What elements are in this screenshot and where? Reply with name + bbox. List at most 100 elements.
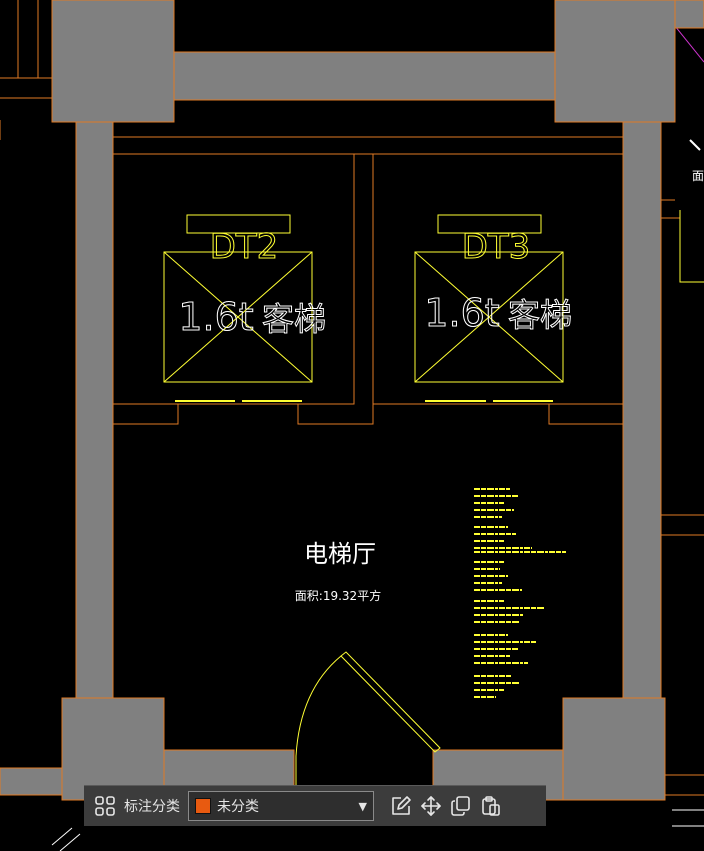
note-glyph	[474, 696, 480, 698]
move-button[interactable]	[416, 791, 446, 821]
note-glyph	[495, 621, 498, 623]
note-glyph	[506, 655, 510, 657]
note-glyph	[481, 575, 486, 577]
annotation-toolbar: 标注分类 未分类 ▼	[84, 785, 546, 826]
note-glyph	[506, 509, 511, 511]
category-label: 标注分类	[124, 799, 180, 815]
note-glyph	[474, 682, 480, 684]
note-glyph	[487, 600, 494, 602]
note-glyph	[524, 662, 528, 664]
note-glyph	[531, 547, 532, 549]
wall-right	[622, 121, 662, 699]
note-glyph	[474, 600, 480, 602]
note-glyph	[474, 568, 480, 570]
note-glyph	[474, 561, 480, 563]
note-glyph	[531, 551, 536, 553]
note-glyph	[506, 621, 511, 623]
note-glyph	[495, 589, 498, 591]
note-glyph	[474, 495, 480, 497]
note-glyph	[499, 526, 505, 528]
note-glyph	[487, 682, 494, 684]
note-glyph	[474, 689, 480, 691]
note-glyph	[506, 614, 511, 616]
category-select[interactable]: 未分类 ▼	[188, 791, 374, 821]
note-glyph	[520, 614, 523, 616]
note-glyph	[474, 540, 480, 542]
note-glyph	[474, 526, 480, 528]
note-glyph	[499, 516, 502, 518]
note-glyph	[481, 547, 486, 549]
note-glyph	[506, 488, 510, 490]
note-glyph	[487, 662, 494, 664]
note-glyph	[481, 675, 486, 677]
note-glyph	[495, 648, 498, 650]
elevator-dt2-type: 客梯	[262, 300, 326, 338]
category-selected-value: 未分类	[217, 799, 259, 815]
note-glyph	[495, 582, 498, 584]
grid-icon	[95, 796, 115, 816]
door-swing-arc	[295, 655, 342, 757]
note-glyph	[487, 582, 494, 584]
note-glyph	[487, 561, 494, 563]
note-glyph	[499, 540, 504, 542]
note-glyph	[481, 495, 486, 497]
note-glyph	[481, 540, 486, 542]
note-glyph	[487, 540, 494, 542]
copy-button[interactable]	[446, 791, 476, 821]
move-icon	[421, 796, 441, 816]
note-glyph	[474, 547, 480, 549]
elevator-dt2-capacity: 1.6t	[178, 295, 253, 339]
note-glyph	[487, 568, 494, 570]
note-glyph	[499, 488, 505, 490]
note-glyph	[487, 589, 494, 591]
note-glyph	[512, 682, 519, 684]
edit-button[interactable]	[386, 791, 416, 821]
note-glyph	[499, 561, 504, 563]
note-glyph	[520, 551, 523, 553]
paste-icon	[482, 796, 500, 816]
note-glyph	[499, 582, 502, 584]
note-glyph	[512, 607, 519, 609]
column-bottom-right	[562, 697, 666, 801]
note-glyph	[506, 641, 511, 643]
elevator-dt2[interactable]: DT2 1.6t 客梯	[163, 214, 327, 402]
note-glyph	[487, 495, 494, 497]
paste-button[interactable]	[476, 791, 506, 821]
note-glyph	[495, 488, 498, 490]
note-glyph	[474, 589, 480, 591]
note-glyph	[512, 589, 519, 591]
door-leaf	[340, 651, 441, 753]
note-glyph	[499, 495, 505, 497]
note-glyph	[474, 641, 480, 643]
note-glyph	[481, 634, 486, 636]
note-glyph	[531, 607, 536, 609]
note-glyph	[499, 641, 505, 643]
note-glyph	[499, 509, 505, 511]
swing-door[interactable]	[295, 651, 441, 785]
grid-button[interactable]	[90, 791, 120, 821]
note-glyph	[499, 689, 504, 691]
note-glyph	[506, 634, 508, 636]
note-glyph	[512, 551, 519, 553]
note-glyph	[474, 662, 480, 664]
category-color-swatch	[195, 798, 211, 814]
note-glyph	[487, 614, 494, 616]
note-glyph	[481, 582, 486, 584]
note-glyph	[474, 675, 480, 677]
note-glyph	[520, 662, 523, 664]
elevator-dt3[interactable]: DT3 1.6t 客梯	[414, 214, 573, 402]
note-glyph	[506, 675, 511, 677]
hall-name: 电梯厅	[304, 540, 376, 568]
note-glyph	[474, 516, 480, 518]
note-glyph	[512, 614, 519, 616]
note-glyph	[506, 575, 508, 577]
note-glyph	[474, 614, 480, 616]
note-glyph	[487, 648, 494, 650]
elevator-dt3-code: DT3	[462, 227, 531, 267]
note-glyph	[474, 582, 480, 584]
note-glyph	[474, 509, 480, 511]
note-glyph	[481, 614, 486, 616]
note-glyph	[499, 607, 505, 609]
note-glyph	[499, 655, 505, 657]
